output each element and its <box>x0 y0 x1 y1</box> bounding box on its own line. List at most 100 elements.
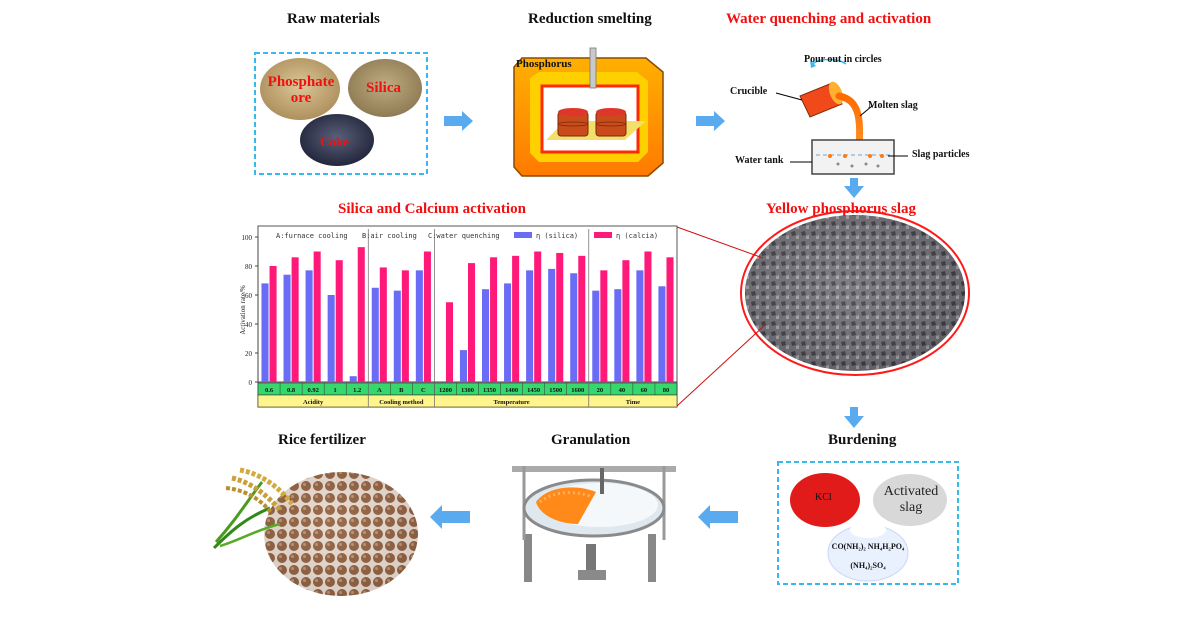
bar-calcia <box>556 252 564 382</box>
phosphorus-outlet-pipe <box>589 47 597 89</box>
x-tick-label: 1350 <box>483 387 496 394</box>
bar-silica <box>283 274 291 382</box>
x-tick-label: 1450 <box>527 387 540 394</box>
arrow-quench-to-slag <box>844 178 864 198</box>
x-tick-label: 1 <box>334 387 337 394</box>
raw-materials-frame <box>254 52 428 175</box>
bar-calcia <box>512 255 520 382</box>
bar-calcia <box>644 251 652 382</box>
title-rice-fertilizer: Rice fertilizer <box>278 432 366 448</box>
legend-series-calcia: η (calcia) <box>616 232 658 240</box>
legend-text: A:furnace cooling <box>276 232 348 240</box>
legend-text: B:air cooling <box>362 232 417 240</box>
label-crucible: Crucible <box>730 86 768 97</box>
bar-silica <box>459 350 467 382</box>
y-tick-label: 0 <box>249 379 253 387</box>
title-raw-materials: Raw materials <box>287 11 380 27</box>
silica-sample <box>348 59 422 117</box>
title-burdening: Burdening <box>828 432 897 448</box>
bar-silica <box>592 290 600 382</box>
kcl-sample <box>790 473 860 527</box>
x-tick-label: 1.2 <box>353 387 361 394</box>
bar-calcia <box>313 251 321 382</box>
label-phosphorus: Phosphorus <box>516 58 572 70</box>
legend-swatch-silica <box>514 232 532 238</box>
x-tick-label: 1200 <box>439 387 452 394</box>
bar-calcia <box>468 263 476 382</box>
label-molten-slag: Molten slag <box>868 100 918 111</box>
y-tick-label: 100 <box>242 234 253 242</box>
y-axis-label: Activation rate/% <box>239 285 247 335</box>
title-yellow-phosphorus-slag: Yellow phosphorus slag <box>766 201 917 217</box>
bar-silica <box>305 270 313 382</box>
bar-calcia <box>622 260 630 382</box>
connector-bottom <box>676 324 766 407</box>
bar-calcia <box>335 260 343 382</box>
bar-silica <box>261 283 269 382</box>
legend-swatch-calcia <box>594 232 612 238</box>
water-tank <box>811 139 895 175</box>
arrow-smelting-to-quench <box>696 111 725 131</box>
group-label: Time <box>626 399 640 406</box>
x-tick-label: 1500 <box>549 387 562 394</box>
label-activated-slag: Activated slag <box>883 484 939 515</box>
bar-calcia <box>379 267 387 382</box>
y-tick-label: 40 <box>245 321 253 329</box>
label-kcl: KCl <box>815 492 832 503</box>
circle-arrow-head <box>810 60 816 68</box>
arrow-granulation-to-fertilizer <box>430 505 470 529</box>
fertilizer-shading <box>264 472 418 596</box>
burdening-frame <box>777 461 959 585</box>
bar-silica <box>393 290 401 382</box>
bar-silica <box>349 376 357 382</box>
activated-slag-sample <box>873 474 947 526</box>
x-tick-label: 40 <box>619 387 626 394</box>
bar-silica <box>658 286 666 382</box>
arrow-slag-to-burdening <box>844 407 864 428</box>
coke-sample <box>300 114 374 166</box>
bar-calcia <box>534 251 542 382</box>
bar-silica <box>481 289 490 382</box>
bar-silica <box>504 283 512 382</box>
bar-calcia <box>357 247 365 382</box>
x-tick-label: 1600 <box>571 387 584 394</box>
bar-calcia <box>445 302 454 382</box>
bar-silica <box>548 268 556 382</box>
title-granulation: Granulation <box>551 432 631 448</box>
x-tick-label: A <box>377 387 382 394</box>
x-tick-label: 20 <box>597 387 604 394</box>
group-label: Cooling method <box>379 399 424 406</box>
connector-top <box>676 226 764 259</box>
label-coke: Coke <box>320 134 349 149</box>
bar-calcia <box>490 257 498 382</box>
bar-calcia <box>401 270 409 382</box>
group-label: Acidity <box>303 399 324 406</box>
bar-calcia <box>600 270 608 382</box>
legend-text: C:water quenching <box>428 232 500 240</box>
x-tick-label: 1300 <box>461 387 474 394</box>
bar-silica <box>415 270 423 382</box>
label-nutrients-1: CO(NH₂)₂ NH₄H₂PO₄ <box>831 542 905 551</box>
label-silica: Silica <box>366 80 402 96</box>
bar-silica <box>636 270 644 382</box>
x-tick-label: C <box>421 387 426 394</box>
chart-frame <box>257 225 678 408</box>
bar-calcia <box>666 257 674 382</box>
arrow-raw-to-smelting <box>444 111 473 131</box>
group-label: Temperature <box>494 399 530 406</box>
x-tick-label: 1400 <box>505 387 518 394</box>
bar-calcia <box>291 257 299 382</box>
group-row <box>257 394 678 408</box>
y-tick-label: 60 <box>245 292 253 300</box>
slag-shading <box>745 215 965 371</box>
label-water-tank: Water tank <box>735 155 784 166</box>
crucible-leader <box>775 92 803 101</box>
bar-silica <box>570 273 578 382</box>
bar-silica <box>371 287 379 382</box>
label-pour-out: Pour out in circles <box>804 54 882 65</box>
x-tick-label: B <box>399 387 404 394</box>
bar-calcia <box>269 266 277 382</box>
legend-series-silica: η (silica) <box>536 232 578 240</box>
x-tick-label: 0.92 <box>307 387 318 394</box>
